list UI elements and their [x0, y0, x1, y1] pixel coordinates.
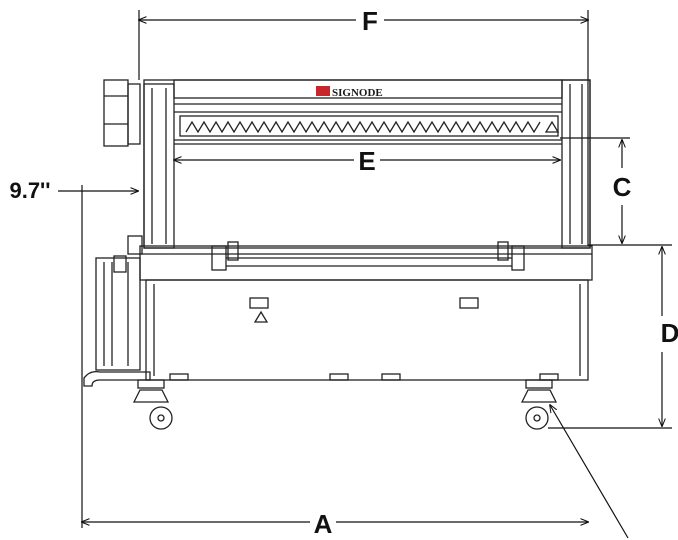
cabinet-handle-left — [249, 297, 269, 309]
warning-triangle-cabinet — [253, 310, 269, 323]
dimension-label-d: D — [661, 318, 678, 348]
signode-logo: SIGNODE — [316, 86, 383, 99]
dimension-label-a: A — [314, 509, 333, 539]
warning-triangle-top — [544, 120, 560, 133]
caster-left — [132, 379, 173, 430]
dimension-label-f: F — [362, 6, 378, 36]
dimension-label-c: C — [613, 172, 632, 202]
control-panel — [103, 79, 129, 147]
arch-top-beam — [173, 79, 563, 99]
reel-base — [83, 370, 151, 387]
dimension-label-offset: 9.7'' — [9, 178, 50, 203]
dimension-lines — [58, 10, 672, 539]
strapping-machine — [83, 79, 593, 430]
dimension-label-e: E — [358, 146, 375, 176]
lower-cabinet — [145, 279, 589, 381]
caster-right — [520, 379, 558, 430]
strap-track — [179, 115, 559, 137]
arch-left-column — [143, 83, 175, 249]
strap-dispenser — [95, 257, 141, 371]
strap-guide-pattern — [185, 120, 541, 134]
arch-right-column — [561, 79, 591, 249]
signode-logo-text: SIGNODE — [332, 87, 383, 99]
cabinet-handle-right — [459, 297, 479, 309]
